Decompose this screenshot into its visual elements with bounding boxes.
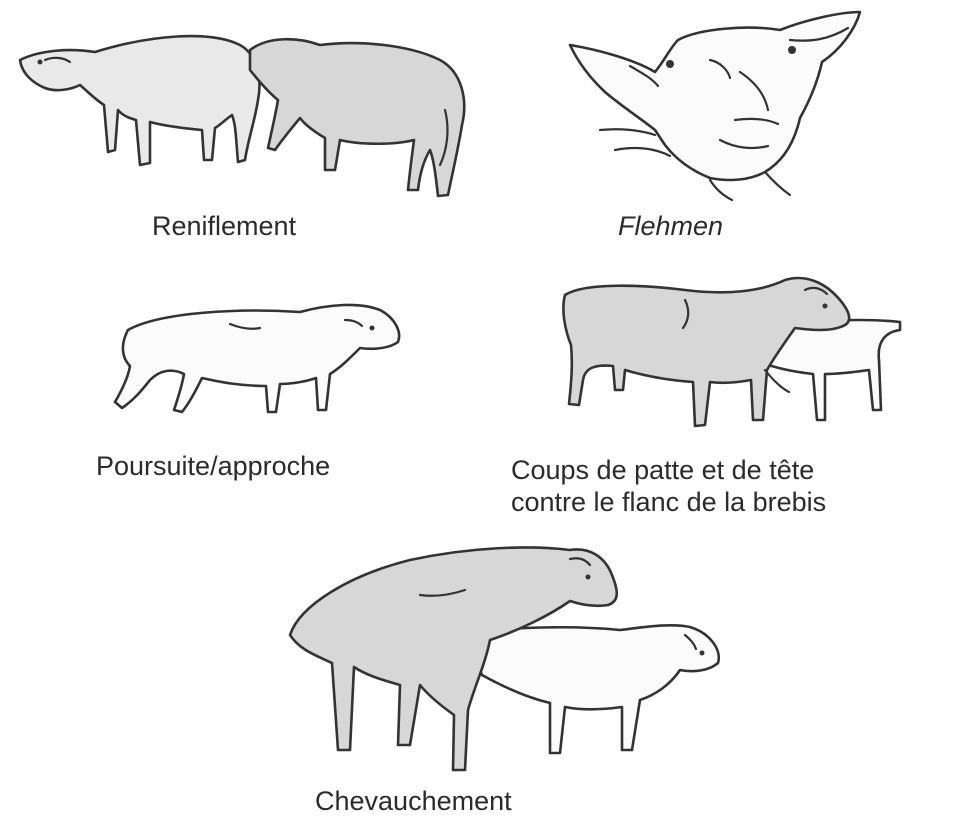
caption-mounting: Chevauchement [315, 785, 512, 817]
caption-kicking-line2: contre le flanc de la brebis [511, 486, 826, 518]
panel-mounting: Chevauchement [270, 535, 740, 823]
panel-flehmen: Flehmen [560, 0, 954, 250]
sheep-pursuit-illustration [90, 290, 450, 450]
sheep-kicking-illustration [505, 270, 954, 450]
panel-sniffing: Reniflement [0, 0, 480, 250]
sheep-mounting-illustration [270, 535, 740, 785]
sheep-sniffing-illustration [0, 0, 480, 210]
panel-pursuit: Poursuite/approche [90, 290, 450, 500]
caption-sniffing: Reniflement [152, 210, 296, 242]
caption-kicking: Coups de patte et de tête contre le flan… [511, 454, 826, 518]
caption-flehmen: Flehmen [618, 210, 723, 242]
sheep-flehmen-illustration [560, 0, 954, 210]
panel-kicking: Coups de patte et de tête contre le flan… [505, 270, 954, 540]
caption-kicking-line1: Coups de patte et de tête [511, 454, 826, 486]
caption-pursuit: Poursuite/approche [96, 450, 330, 482]
